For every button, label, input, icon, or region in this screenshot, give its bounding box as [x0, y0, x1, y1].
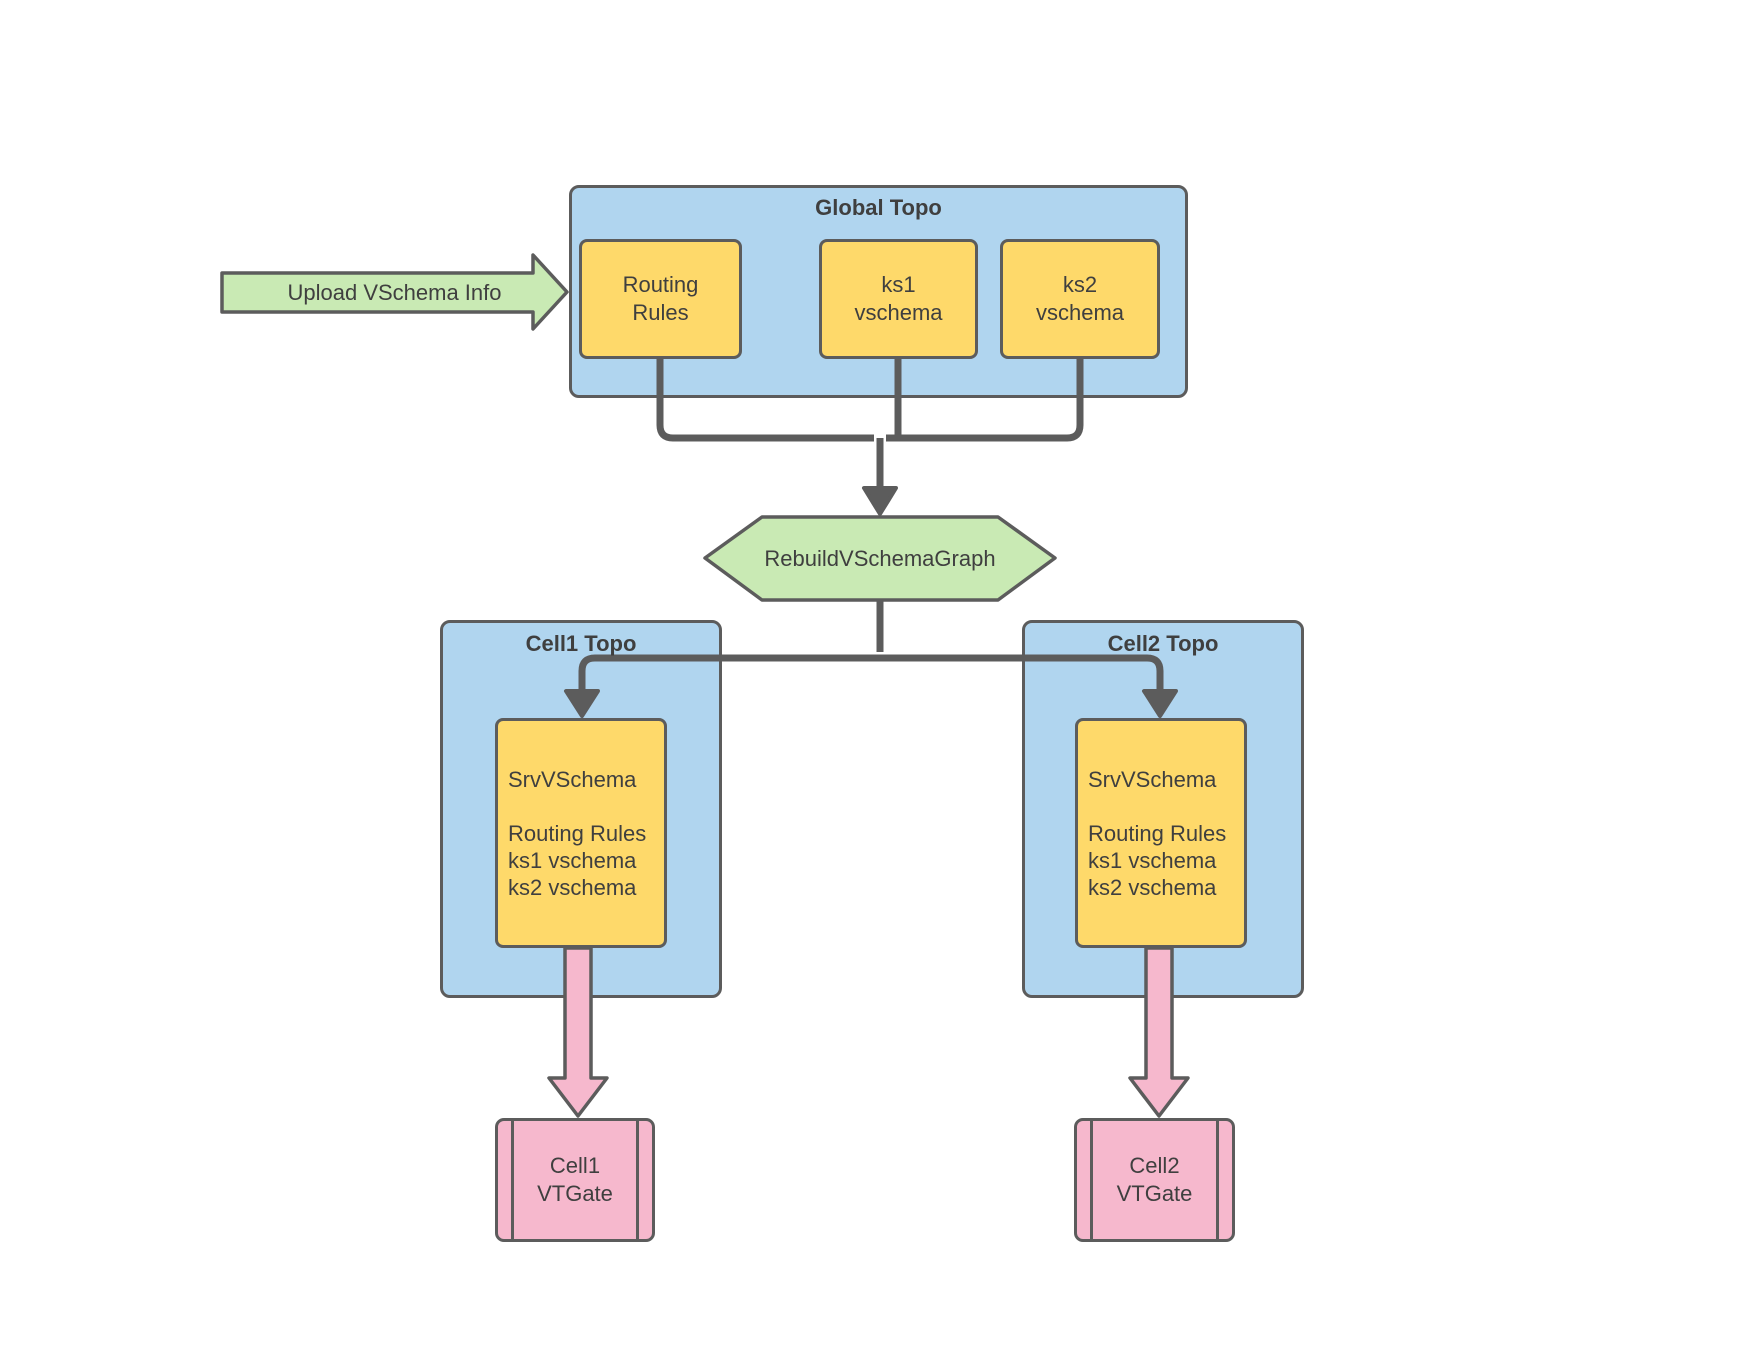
cell2-srvvschema-content: SrvVSchema Routing Rules ks1 vschema ks2… — [1088, 766, 1227, 900]
ks1-vschema-node — [819, 239, 978, 359]
cell2-vtgate-label: Cell2 VTGate — [1116, 1153, 1193, 1206]
vtgate-inner-line-left — [1090, 1121, 1093, 1239]
upload-vschema-arrow — [220, 253, 569, 331]
ks2-vschema-label: ks2 vschema — [1035, 272, 1125, 325]
connector-branch — [578, 654, 1164, 702]
cell1-vtgate-arrow — [547, 946, 609, 1118]
arrowhead-to-rebuild — [862, 486, 898, 516]
connector-ks2 — [886, 358, 1084, 442]
cell2-topo-title: Cell2 Topo — [1107, 631, 1219, 656]
global-topo-title: Global Topo — [815, 195, 942, 220]
cell2-vtgate-arrow — [1128, 946, 1190, 1118]
cell2-vtgate-node — [1074, 1118, 1235, 1242]
rebuild-vschemagraph-label: RebuildVSchemaGraph — [764, 545, 996, 571]
arrowhead-to-cell1 — [564, 689, 600, 718]
cell2-srvvschema-node — [1075, 718, 1247, 948]
routing-rules-label: Routing Rules — [622, 272, 699, 325]
cell1-srvvschema-content: SrvVSchema Routing Rules ks1 vschema ks2… — [508, 766, 647, 900]
ks2-vschema-node — [1000, 239, 1160, 359]
cell1-srvvschema-node — [495, 718, 667, 948]
cell1-vtgate-node — [495, 1118, 655, 1242]
vtgate-inner-line-left — [511, 1121, 514, 1239]
cell1-vtgate-label: Cell1 VTGate — [537, 1153, 613, 1206]
cell1-topo-title: Cell1 Topo — [525, 631, 637, 656]
ks1-vschema-label: ks1 vschema — [854, 272, 943, 325]
arrowhead-to-cell2 — [1142, 689, 1178, 718]
rebuild-vschemagraph-hexagon — [703, 515, 1057, 602]
vtgate-inner-line-right — [636, 1121, 639, 1239]
routing-rules-node — [579, 239, 742, 359]
upload-arrow-label: Upload VSchema Info — [287, 279, 502, 305]
connector-routing-rules — [656, 358, 874, 442]
vtgate-inner-line-right — [1216, 1121, 1219, 1239]
